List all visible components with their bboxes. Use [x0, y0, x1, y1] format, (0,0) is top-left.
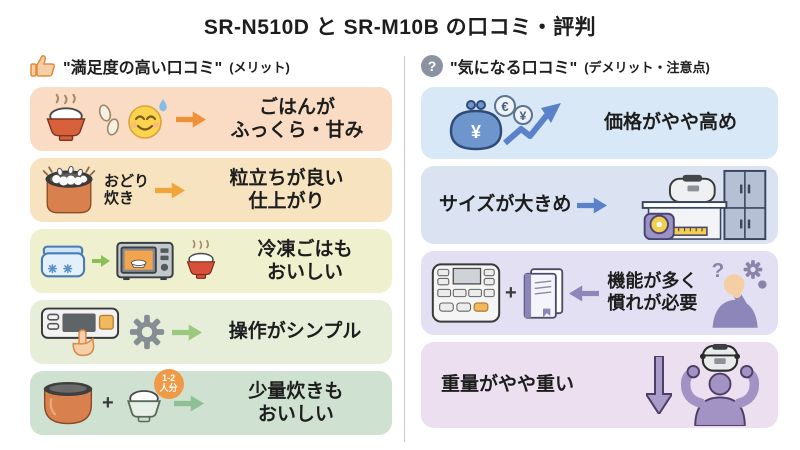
happy-face-icon	[126, 96, 170, 142]
odoritaki-label: おどり 炊き	[104, 172, 150, 207]
demerit-text: 機能が多く 慣れが必要	[607, 271, 698, 313]
demerit-text: サイズが大きめ	[439, 194, 572, 216]
merits-header-label: "満足度の高い口コミ"	[63, 60, 223, 77]
gear-icon	[128, 313, 166, 351]
arrow-down-icon	[646, 356, 672, 414]
demerit-row-functions: + 機能が多く 慣れが必要 ?	[421, 251, 778, 335]
merit-row-fluffy-rice: ごはんが ふっくら・甘み	[30, 87, 392, 151]
lifting-person-icon	[678, 344, 762, 426]
steaming-rice-bowl-icon	[40, 92, 92, 146]
merit-text: ごはんが ふっくら・甘み	[230, 96, 364, 141]
demerits-header-label: "気になる口コミ"	[450, 60, 578, 77]
merit-text: 操作がシンプル	[228, 321, 362, 343]
merit-row-frozen-rice: 冷凍ごはも おいしい	[30, 229, 392, 293]
merit-row-simple-operation: 操作がシンプル	[30, 300, 392, 364]
merit-row-odoritaki: おどり 炊き 粒立ちが良い 仕上がり	[30, 158, 392, 222]
arrow-left-icon	[568, 284, 599, 303]
demerit-row-size: サイズが大きめ	[421, 166, 778, 244]
manual-book-icon	[521, 265, 565, 321]
demerit-text: 重量がやや重い	[441, 374, 575, 396]
merit-text: 粒立ちが良い 仕上がり	[229, 167, 344, 212]
dancing-rice-pot-icon	[40, 163, 98, 217]
inner-pot-icon	[40, 378, 96, 428]
arrow-right-icon	[577, 196, 608, 215]
rice-grains-icon	[98, 100, 120, 138]
demerit-row-price: € ¥ ¥ 価格がやや高め	[421, 87, 778, 159]
merit-text: 冷凍ごはも おいしい	[257, 238, 353, 283]
arrow-right-small-icon	[92, 254, 110, 268]
steaming-rice-bowl-icon	[180, 237, 222, 285]
demerit-row-weight: 重量がやや重い	[421, 342, 778, 428]
merits-header: "満足度の高い口コミ" (メリット)	[30, 52, 392, 80]
merit-text: 少量炊きも おいしい	[248, 380, 344, 425]
small-rice-bowl-icon: 1-2 人分	[120, 369, 184, 425]
demerit-text: 価格がやや高め	[603, 112, 737, 134]
demerits-header: ? "気になる口コミ" (デメリット・注意点)	[421, 52, 778, 80]
purse-yen-label: ¥	[471, 122, 481, 142]
arrow-right-icon	[176, 110, 206, 129]
demerits-header-note: (デメリット・注意点)	[584, 59, 710, 75]
demerits-column: ? "気になる口コミ" (デメリット・注意点) € ¥ ¥ 価格がやや高め サイ…	[421, 52, 778, 428]
control-panel-hand-icon	[40, 304, 122, 360]
coin-euro-label: €	[501, 99, 508, 114]
arrow-right-icon	[173, 394, 204, 413]
thumbs-up-icon	[30, 54, 56, 78]
coin-yen-label: ¥	[520, 109, 527, 123]
serving-size-badge: 1-2 人分	[153, 369, 184, 399]
arrow-right-icon	[172, 323, 202, 342]
kitchen-size-scene-icon	[640, 169, 768, 241]
plus-sign: +	[505, 281, 517, 304]
confused-person-icon: ?	[706, 258, 768, 328]
page-title: SR-N510D と SR-M10B の口コミ・評判	[203, 16, 597, 39]
frozen-container-icon	[40, 242, 86, 280]
merits-column: "満足度の高い口コミ" (メリット)	[30, 52, 392, 435]
price-purse-icon: € ¥ ¥	[447, 91, 567, 155]
merit-row-small-batch: + 1-2 人分 少量炊きも おいしい	[30, 369, 392, 435]
plus-sign: +	[102, 391, 114, 414]
multi-button-panel-icon	[431, 263, 501, 323]
person-question-label: ?	[712, 259, 725, 282]
column-divider	[404, 56, 405, 442]
question-mark-icon: ?	[421, 55, 443, 77]
merits-header-note: (メリット)	[229, 59, 290, 75]
microwave-icon	[116, 240, 174, 282]
arrow-right-icon	[155, 181, 186, 200]
